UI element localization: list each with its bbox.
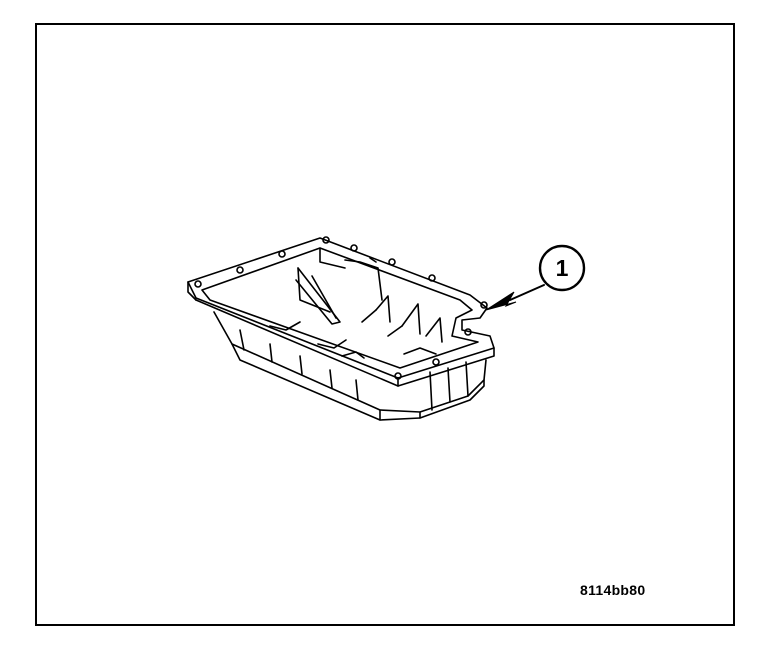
callout-arrowhead (485, 291, 517, 311)
callout-label: 1 (556, 255, 569, 281)
bolt-hole (432, 358, 440, 366)
fin-2 (401, 303, 421, 335)
fin-3 (425, 317, 443, 343)
bolt-hole (428, 274, 436, 282)
figure-code: 8114bb80 (580, 582, 646, 598)
callout-circle (538, 244, 586, 292)
bolt-hole (388, 258, 396, 266)
inner-back-wall (297, 267, 331, 313)
bolt-hole (350, 244, 358, 252)
fin-1 (375, 295, 391, 323)
bolt-hole (464, 328, 472, 336)
callout-leader (509, 284, 545, 301)
bolt-hole (322, 236, 330, 244)
pan-flange-outer (187, 237, 495, 379)
bolt-hole (394, 372, 402, 380)
bolt-hole (480, 301, 488, 309)
pan-flange-inner (201, 247, 479, 369)
bolt-hole (278, 250, 286, 258)
bolt-hole (194, 280, 202, 288)
baffle (295, 267, 341, 325)
bolt-hole (236, 266, 244, 274)
